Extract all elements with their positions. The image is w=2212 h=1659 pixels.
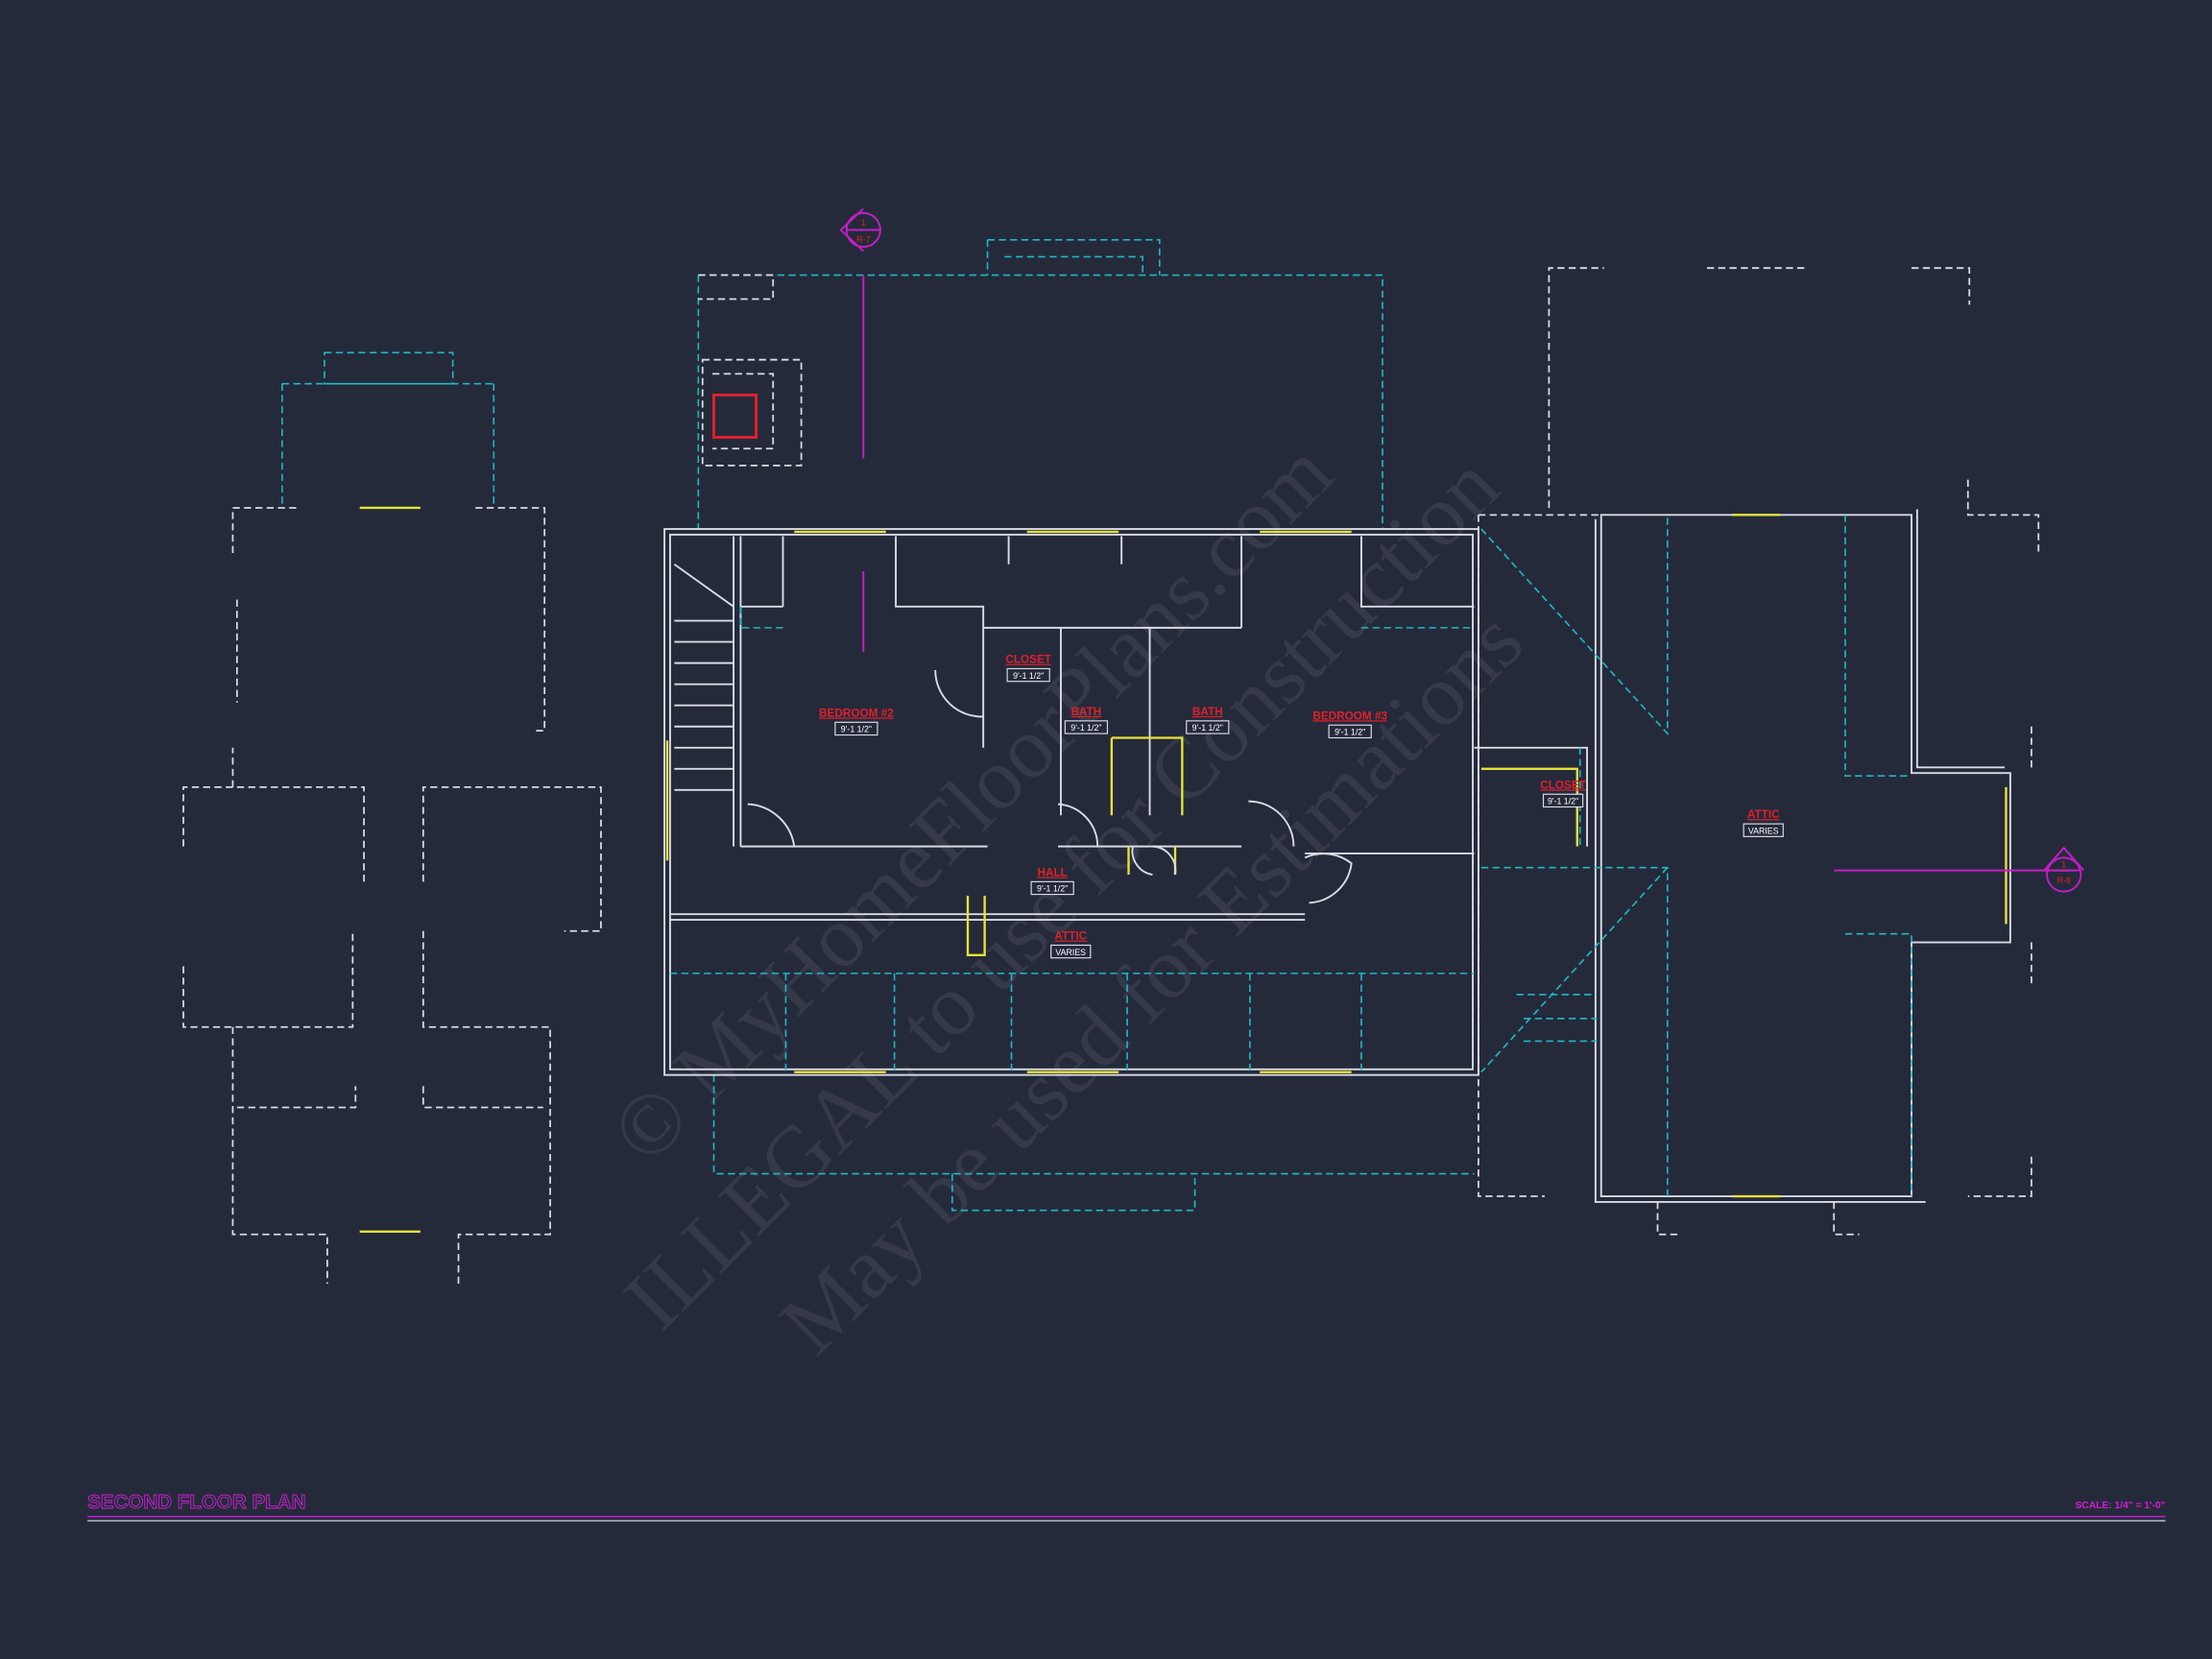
section-marker-2: 1 R-8: [2043, 846, 2085, 893]
room-height: 9'-1 1/2": [1070, 723, 1101, 733]
room-height: 9'-1 1/2": [1013, 671, 1044, 681]
room-name: CLOSET: [1005, 654, 1051, 666]
section-sheet: R-7: [856, 235, 870, 245]
room-name: ATTIC: [1054, 930, 1087, 943]
room-height: VARIES: [1748, 826, 1779, 835]
room-name: CLOSET: [1540, 779, 1586, 791]
room-closet-1: CLOSET 9'-1 1/2": [1005, 654, 1052, 683]
room-bedroom-3: BEDROOM #3 9'-1 1/2": [1312, 709, 1388, 739]
front-porch: [697, 238, 1475, 1212]
room-name: BATH: [1071, 706, 1102, 718]
section-sheet: R-8: [2057, 876, 2071, 885]
drawing-scale: SCALE: 1/4" = 1'-0": [2075, 1501, 2165, 1511]
room-name: ATTIC: [1747, 808, 1780, 821]
room-height: 9'-1 1/2": [1192, 723, 1223, 733]
room-height: 9'-1 1/2": [1334, 728, 1365, 737]
room-name: BEDROOM #3: [1312, 709, 1387, 722]
room-height: VARIES: [1055, 948, 1086, 957]
garage-attic: [1478, 267, 2074, 1236]
room-height: 9'-1 1/2": [1037, 884, 1068, 894]
room-attic-2: ATTIC VARIES: [1743, 808, 1784, 837]
watermark-line-1: © MyHomeFloorPlans.com: [592, 423, 1351, 1182]
room-name: BATH: [1192, 706, 1223, 718]
room-bath-2: BATH 9'-1 1/2": [1186, 706, 1230, 734]
room-name: BEDROOM #2: [819, 707, 894, 719]
room-bedroom-2: BEDROOM #2 9'-1 1/2": [819, 707, 894, 736]
section-marker-1: 1 R-7: [839, 207, 881, 252]
room-closet-2: CLOSET 9'-1 1/2": [1540, 779, 1587, 808]
room-bath-1: BATH 9'-1 1/2": [1064, 706, 1109, 734]
section-number: 1: [861, 218, 866, 228]
section-number: 1: [2061, 860, 2066, 870]
room-height: 9'-1 1/2": [1548, 797, 1578, 806]
room-hall: HALL 9'-1 1/2": [1030, 866, 1074, 896]
room-height: 9'-1 1/2": [841, 725, 872, 734]
left-structure: [182, 351, 602, 1285]
drawing-title: SECOND FLOOR PLAN: [87, 1491, 305, 1513]
room-name: HALL: [1037, 866, 1067, 878]
room-attic-1: ATTIC VARIES: [1050, 930, 1092, 959]
